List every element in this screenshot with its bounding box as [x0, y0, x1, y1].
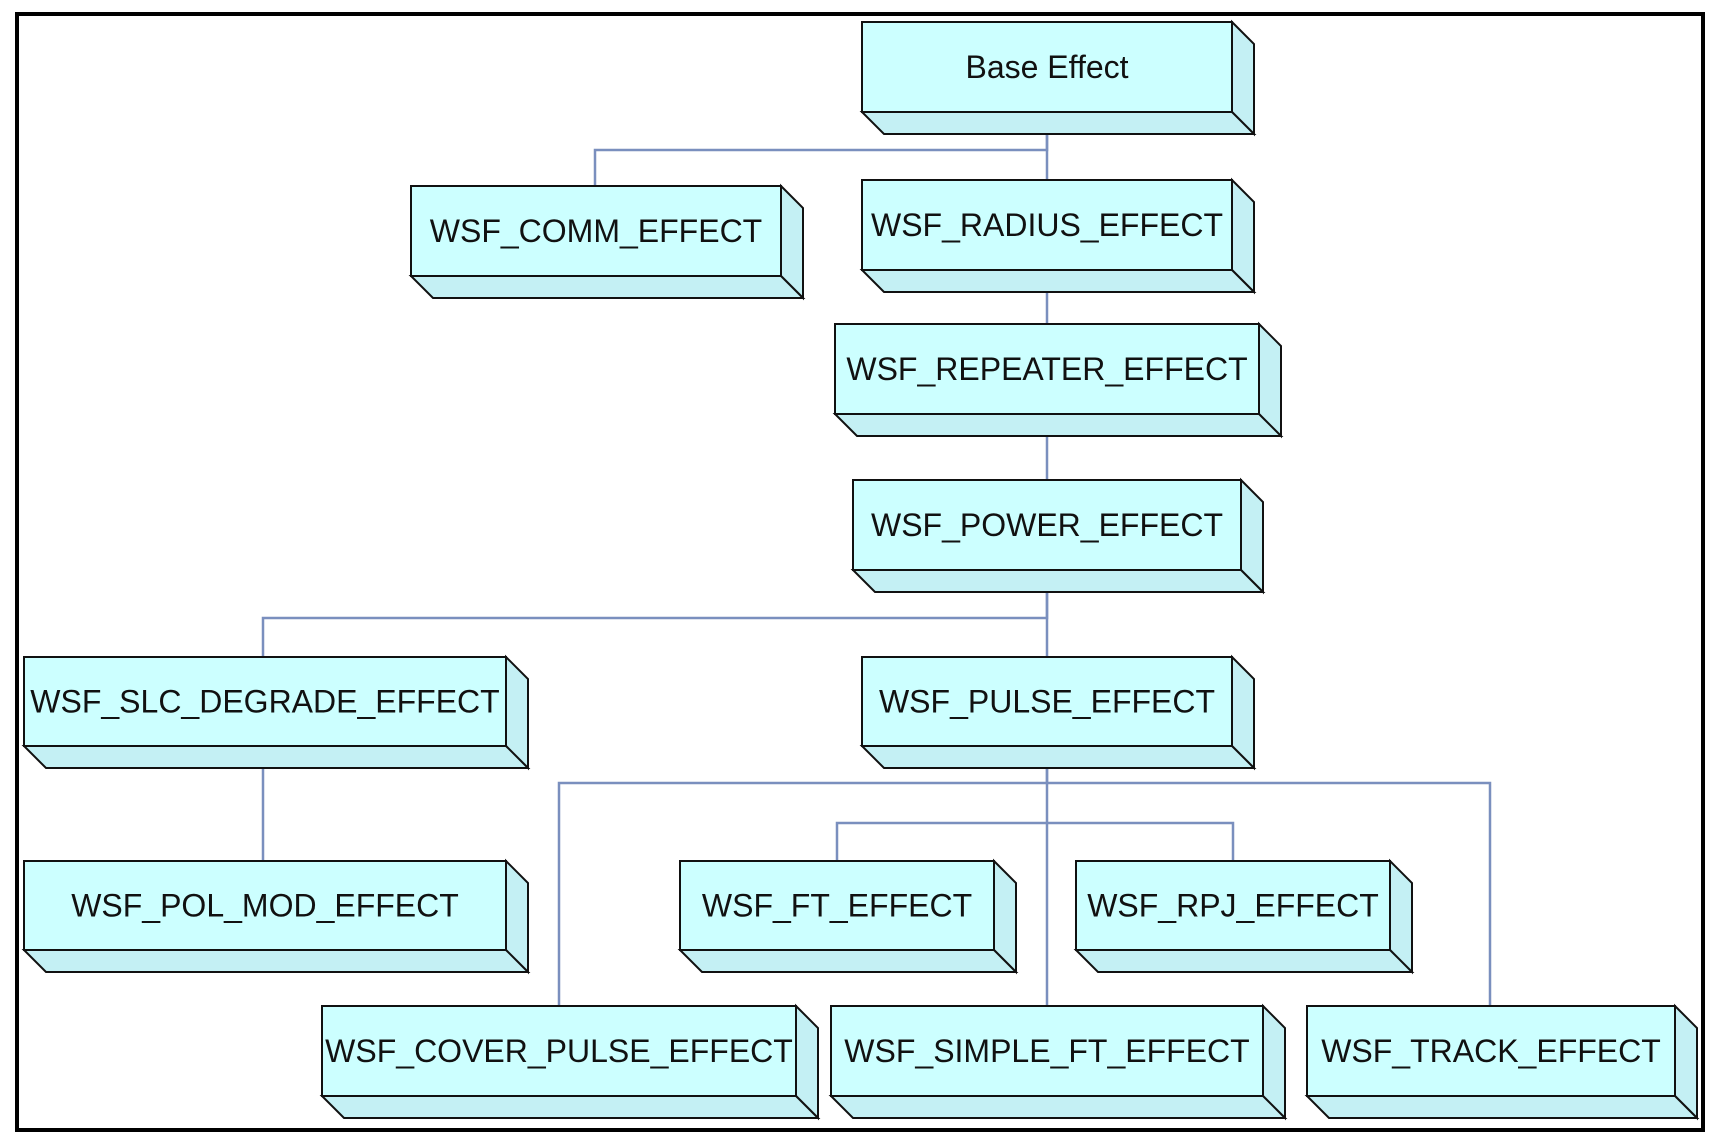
node-bottom-face [828, 1095, 1288, 1119]
node-front-face [830, 1005, 1264, 1097]
node-track: WSF_TRACK_EFFECT [1304, 1003, 1700, 1121]
node-power: WSF_POWER_EFFECT [850, 477, 1266, 595]
node-label-radius: WSF_RADIUS_EFFECT [871, 207, 1223, 243]
node-front-face [852, 479, 1242, 571]
node-front-face [1075, 860, 1391, 951]
connector-pulse-rpj [1047, 821, 1235, 861]
node-label-polmod: WSF_POL_MOD_EFFECT [71, 888, 459, 924]
node-bottom-face [1304, 1095, 1700, 1119]
node-label-rpj: WSF_RPJ_EFFECT [1087, 888, 1379, 924]
node-front-face [861, 179, 1233, 271]
node-polmod: WSF_POL_MOD_EFFECT [21, 858, 531, 975]
node-bottom-face [859, 745, 1257, 769]
node-bottom-face [21, 745, 531, 769]
node-slc: WSF_SLC_DEGRADE_EFFECT [21, 654, 531, 771]
node-front-face [679, 860, 995, 951]
node-radius: WSF_RADIUS_EFFECT [859, 177, 1257, 295]
node-bottom-face [859, 269, 1257, 293]
node-label-track: WSF_TRACK_EFFECT [1321, 1033, 1661, 1069]
node-label-power: WSF_POWER_EFFECT [871, 507, 1223, 543]
node-bottom-face [21, 949, 531, 973]
node-bottom-face [1073, 949, 1415, 973]
node-bottom-face [832, 413, 1284, 437]
node-front-face [861, 21, 1233, 113]
connector-pulse-ft [835, 821, 1047, 861]
node-bottom-face [319, 1095, 821, 1119]
node-comm: WSF_COMM_EFFECT [408, 183, 806, 301]
node-front-face [410, 185, 782, 277]
node-label-ft: WSF_FT_EFFECT [702, 888, 972, 924]
node-label-comm: WSF_COMM_EFFECT [430, 213, 762, 249]
node-repeater: WSF_REPEATER_EFFECT [832, 321, 1284, 439]
node-label-base: Base Effect [965, 49, 1128, 85]
node-rpj: WSF_RPJ_EFFECT [1073, 858, 1415, 975]
node-label-repeater: WSF_REPEATER_EFFECT [846, 351, 1247, 387]
node-label-slc: WSF_SLC_DEGRADE_EFFECT [30, 684, 499, 720]
node-label-simpleft: WSF_SIMPLE_FT_EFFECT [844, 1033, 1249, 1069]
node-label-cover: WSF_COVER_PULSE_EFFECT [325, 1033, 793, 1069]
node-bottom-face [677, 949, 1019, 973]
node-pulse: WSF_PULSE_EFFECT [859, 654, 1257, 771]
node-base: Base Effect [859, 19, 1257, 137]
node-front-face [23, 860, 507, 951]
node-front-face [861, 656, 1233, 747]
node-bottom-face [859, 111, 1257, 135]
node-front-face [23, 656, 507, 747]
node-bottom-face [850, 569, 1266, 593]
node-bottom-face [408, 275, 806, 299]
node-cover: WSF_COVER_PULSE_EFFECT [319, 1003, 821, 1121]
node-simpleft: WSF_SIMPLE_FT_EFFECT [828, 1003, 1288, 1121]
node-front-face [834, 323, 1260, 415]
node-front-face [1306, 1005, 1676, 1097]
node-ft: WSF_FT_EFFECT [677, 858, 1019, 975]
node-front-face [321, 1005, 797, 1097]
connector-pulse-track [1047, 781, 1492, 1006]
node-label-pulse: WSF_PULSE_EFFECT [879, 684, 1215, 720]
